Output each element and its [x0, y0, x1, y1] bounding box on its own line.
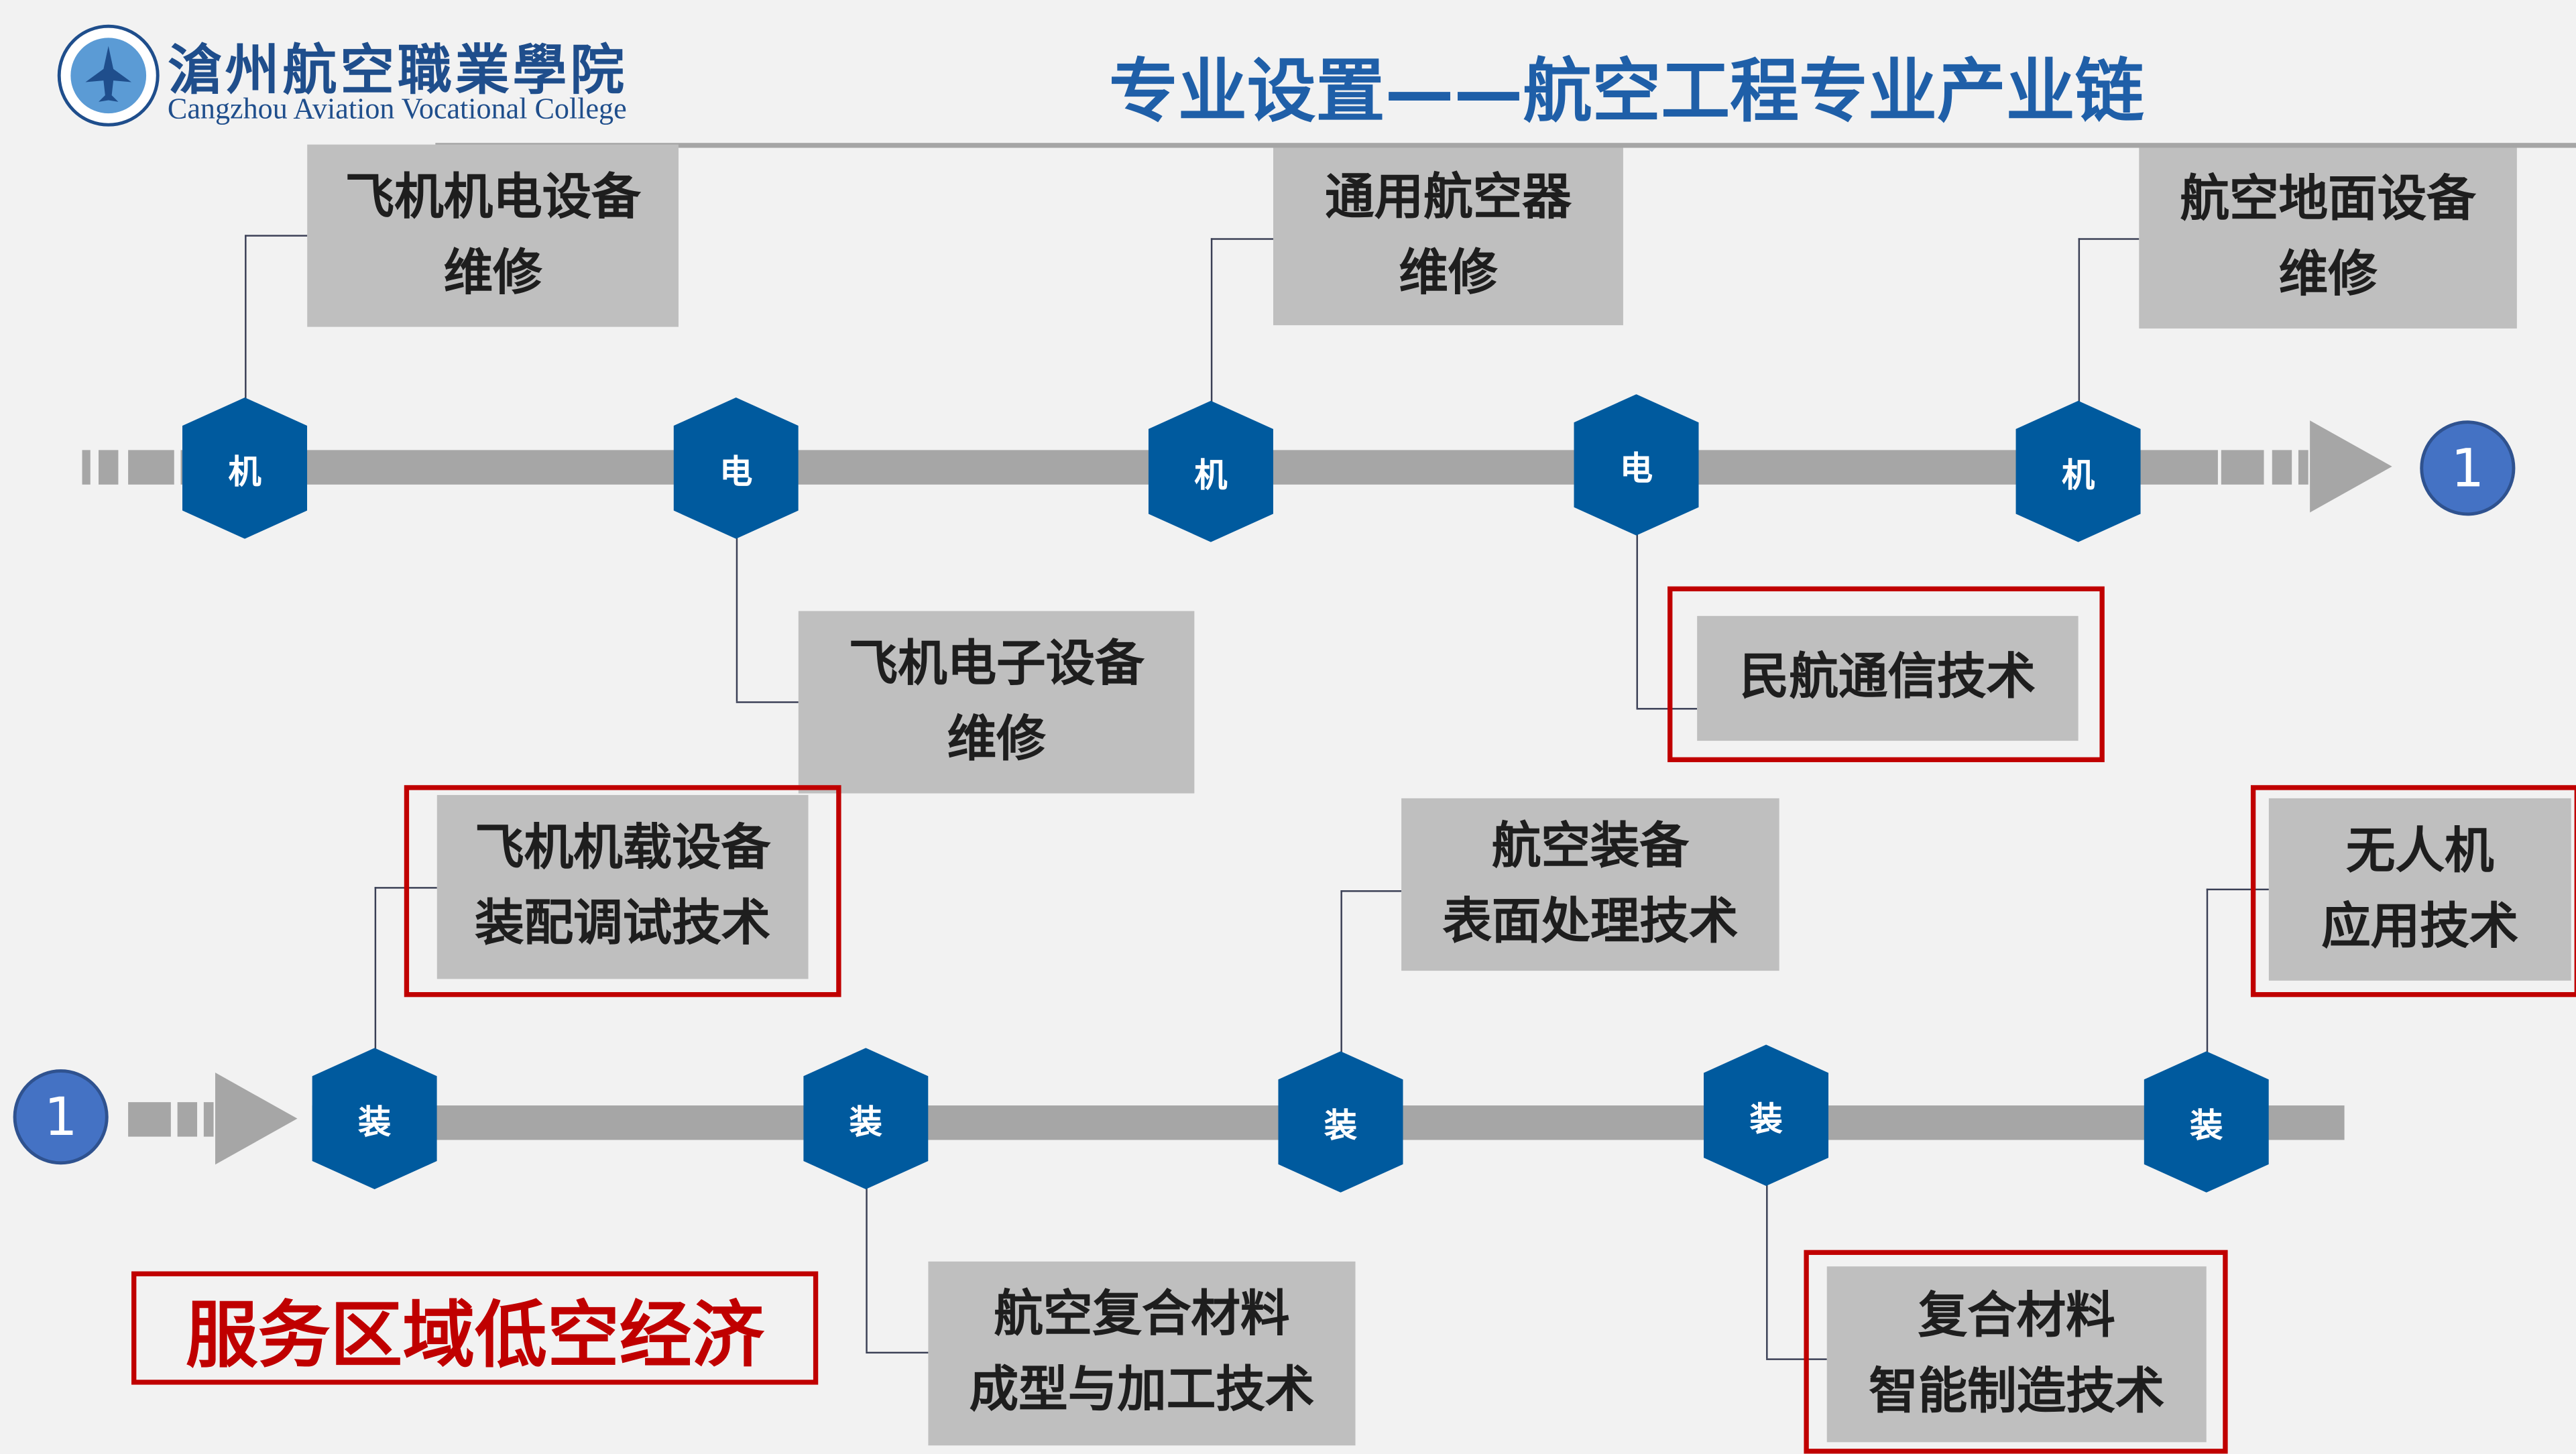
connector-line [866, 1183, 868, 1352]
service-frame: 服务区域低空经济 [131, 1271, 819, 1385]
connector-line [1210, 238, 1213, 403]
node-hexagon: 电 [1574, 394, 1699, 536]
college-emblem-icon [57, 24, 160, 127]
connector-line [1340, 890, 1342, 1055]
connector-line [2206, 888, 2269, 891]
connector-line [1210, 238, 1273, 240]
page-title: 专业设置——航空工程专业产业链 [1108, 50, 2144, 132]
service-label: 服务区域低空经济 [185, 1293, 764, 1378]
connector-line [1766, 1179, 1768, 1359]
connector-line [866, 1351, 929, 1354]
highlight-frame [2250, 785, 2576, 997]
major-line2: 装配调试技术 [475, 895, 771, 953]
major-box: 通用航空器 维修 [1273, 147, 1623, 326]
major-box: 飞机机载设备 装配调试技术 [436, 794, 809, 979]
major-line1: 飞机机载设备 [475, 819, 771, 877]
connector-line [2206, 888, 2209, 1053]
connector-line [1766, 1358, 1827, 1360]
major-line1: 通用航空器 [1325, 169, 1572, 227]
major-line1: 民航通信技术 [1739, 648, 2036, 707]
connector-line [1636, 708, 1698, 710]
node-hexagon: 装 [1278, 1051, 1403, 1193]
track-dash [128, 450, 174, 485]
track-dash [2298, 450, 2308, 485]
highlight-frame [404, 785, 841, 997]
track-dash [99, 450, 119, 485]
major-line2: 维修 [2278, 246, 2378, 304]
node-hexagon: 装 [1703, 1044, 1829, 1187]
major-line1: 航空装备 [1491, 817, 1689, 875]
connector-line [736, 535, 738, 702]
major-box: 复合材料 智能制造技术 [1826, 1266, 2207, 1443]
major-line1: 航空地面设备 [2180, 170, 2476, 229]
track-dash [203, 1102, 214, 1137]
track-dash [2272, 450, 2292, 485]
node-hexagon: 装 [803, 1048, 929, 1190]
track-dash [2221, 450, 2264, 485]
major-line1: 复合材料 [1918, 1286, 2115, 1345]
node-hexagon: 机 [2015, 400, 2141, 542]
node-hexagon: 装 [2144, 1051, 2269, 1193]
continue-marker: 1 [2420, 420, 2516, 516]
node-hexagon: 电 [673, 397, 799, 539]
title-underline [435, 143, 2576, 148]
major-line2: 维修 [443, 243, 542, 302]
major-line2: 应用技术 [2321, 898, 2519, 955]
major-line2: 表面处理技术 [1442, 892, 1739, 951]
major-box: 无人机 应用技术 [2268, 798, 2571, 981]
node-hexagon: 机 [1148, 400, 1273, 542]
arrow-right-icon [215, 1073, 298, 1165]
major-line1: 无人机 [2346, 822, 2494, 880]
connector-line [1636, 532, 1638, 709]
major-box: 航空装备 表面处理技术 [1401, 798, 1779, 971]
major-box: 航空地面设备 维修 [2139, 147, 2517, 329]
major-box: 民航通信技术 [1697, 615, 2079, 741]
major-line2: 智能制造技术 [1869, 1362, 2165, 1420]
connector-line [2078, 238, 2081, 403]
major-box: 飞机电子设备 维修 [798, 611, 1195, 794]
connector-line [2078, 238, 2140, 240]
major-line2: 成型与加工技术 [969, 1361, 1315, 1420]
highlight-frame [1667, 586, 2105, 762]
node-hexagon: 机 [182, 397, 308, 539]
connector-line [245, 235, 247, 400]
node-hexagon: 装 [312, 1048, 437, 1190]
track-dash [177, 1102, 198, 1137]
track-dash [82, 450, 91, 485]
connector-line [1340, 890, 1402, 892]
arrow-right-icon [2310, 420, 2392, 513]
connector-line [736, 701, 799, 703]
continue-marker: 1 [13, 1069, 109, 1165]
major-line1: 飞机机电设备 [345, 168, 641, 226]
track-dash [128, 1102, 171, 1137]
major-box: 航空复合材料 成型与加工技术 [928, 1261, 1356, 1446]
college-logo: 滄州航空職業學院 Cangzhou Aviation Vocational Co… [56, 23, 697, 128]
major-box: 飞机机电设备 维修 [307, 144, 679, 327]
major-line1: 航空复合材料 [994, 1286, 1290, 1344]
major-line2: 维修 [947, 710, 1046, 768]
major-line1: 飞机电子设备 [848, 635, 1145, 692]
connector-line [245, 235, 308, 237]
logo-cn-text: 滄州航空職業學院 [167, 38, 628, 102]
logo-en-text: Cangzhou Aviation Vocational College [167, 92, 627, 125]
connector-line [374, 887, 377, 1052]
major-line2: 维修 [1399, 245, 1498, 302]
